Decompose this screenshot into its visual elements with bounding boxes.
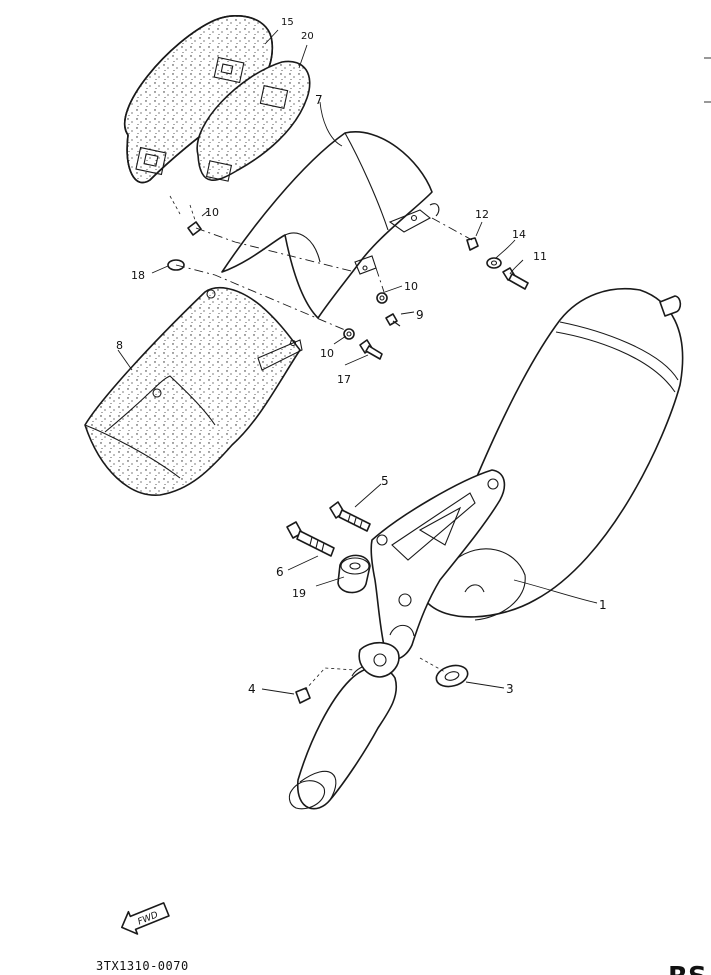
heat-protector-pad-20	[196, 60, 311, 182]
muffler-1	[424, 288, 684, 621]
nut-12	[466, 237, 479, 251]
nut-10-mid	[376, 292, 388, 304]
collar-19	[337, 554, 371, 594]
callout-6: 6	[276, 565, 284, 579]
nut-4	[295, 687, 311, 704]
callout-20: 20	[301, 31, 314, 42]
assembly-lines	[169, 195, 473, 691]
callout-11: 11	[533, 250, 547, 263]
heat-protector-7	[221, 131, 440, 319]
heat-protector-8	[84, 287, 303, 496]
callout-10-low: 10	[320, 347, 334, 360]
callout-1: 1	[599, 598, 607, 612]
bolt-5	[329, 501, 371, 532]
callout-3: 3	[506, 682, 514, 696]
heat-protector-pad-15	[123, 15, 274, 184]
callout-15: 15	[281, 17, 294, 28]
fwd-arrow-icon: FWD	[121, 902, 170, 935]
exhaust-pipe	[288, 624, 415, 810]
screw-9	[385, 313, 401, 327]
bolt-6	[286, 521, 335, 557]
bolt-11	[502, 267, 529, 290]
callout-10-top: 10	[205, 206, 219, 219]
margin-ticks	[704, 57, 711, 103]
nut-10-low	[343, 328, 355, 340]
gasket-3	[435, 664, 469, 688]
bolt-17	[359, 339, 383, 360]
callout-17: 17	[337, 373, 351, 386]
leader-lines	[117, 29, 598, 695]
nut-10-top	[187, 221, 202, 236]
callout-14: 14	[512, 228, 526, 241]
callout-8: 8	[116, 339, 123, 352]
callout-5: 5	[381, 474, 389, 488]
callout-labels: 1 3 4 5 6 7 8 9 10 10 10 11 12 14 15 17 …	[116, 17, 607, 696]
callout-12: 12	[475, 208, 489, 221]
muffler-bracket	[370, 469, 506, 660]
callout-7: 7	[315, 93, 323, 107]
diagram-code: 3TX1310-0070	[96, 959, 189, 973]
callout-19: 19	[292, 587, 306, 600]
corner-label: RS	[668, 962, 707, 975]
callout-10-mid: 10	[404, 280, 418, 293]
callout-9: 9	[416, 308, 424, 322]
callout-4: 4	[248, 682, 256, 696]
callout-18: 18	[131, 269, 145, 282]
washer-14	[486, 257, 502, 269]
